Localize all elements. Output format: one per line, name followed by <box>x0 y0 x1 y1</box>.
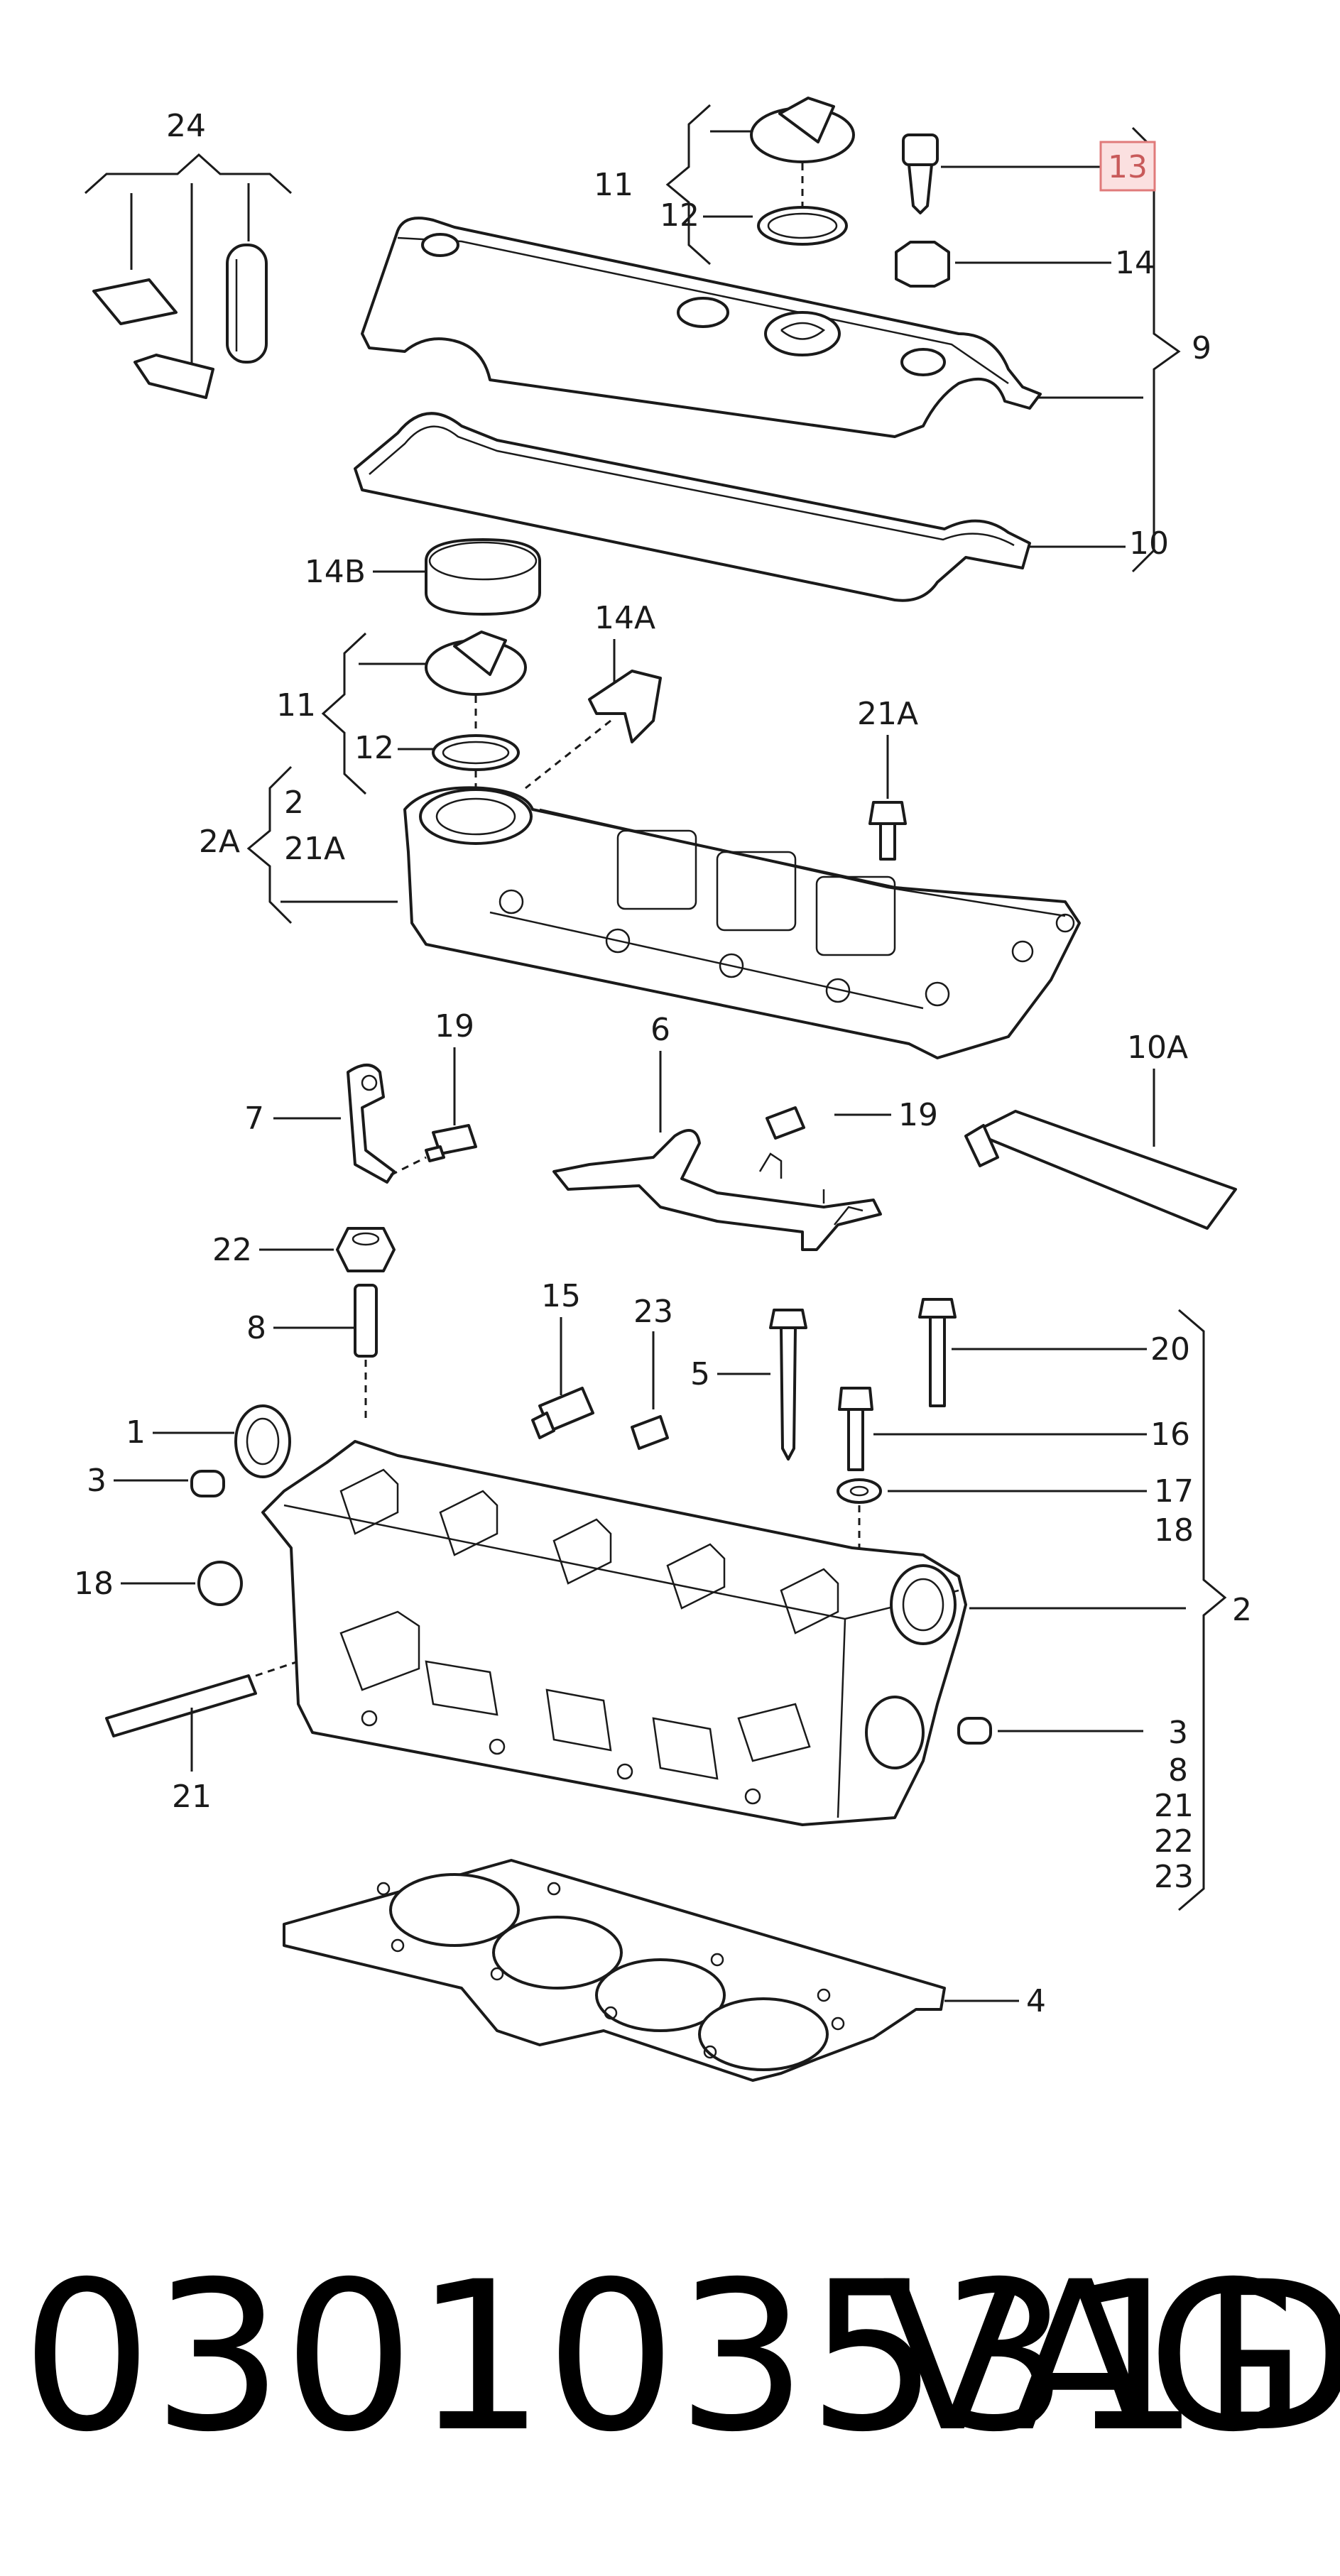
label-21-right: 21 <box>1154 1788 1194 1824</box>
label-8: 8 <box>246 1310 266 1346</box>
part-3-dowel-right <box>957 1717 1143 1745</box>
part-9-valve-cover <box>361 126 1181 573</box>
label-15: 15 <box>541 1278 581 1314</box>
label-11-top: 11 <box>594 167 633 203</box>
label-5: 5 <box>690 1356 710 1392</box>
part-14A-clip <box>525 639 662 790</box>
label-10A: 10A <box>1127 1030 1188 1066</box>
part-2A-camshaft-housing <box>246 765 1081 1059</box>
label-22-right: 22 <box>1154 1823 1194 1860</box>
part-11-oil-cap-mid <box>321 631 527 809</box>
label-4: 4 <box>1026 1983 1046 2019</box>
label-12-mid: 12 <box>354 730 394 766</box>
part-15-sensor <box>531 1317 594 1439</box>
label-12-top: 12 <box>660 197 699 234</box>
label-16: 16 <box>1150 1417 1190 1453</box>
label-14A: 14A <box>594 600 655 636</box>
part-24-sealing-kit <box>84 153 293 399</box>
part-2-cylinder-head <box>261 1309 1227 1911</box>
label-22: 22 <box>212 1232 252 1268</box>
label-20: 20 <box>1150 1331 1190 1368</box>
part-16-bolt <box>838 1387 1147 1471</box>
part-11-oil-cap-top <box>665 97 855 266</box>
part-10-cover-gasket <box>354 412 1126 602</box>
label-1: 1 <box>126 1414 146 1451</box>
label-2-right: 2 <box>1232 1592 1252 1628</box>
label-13: 13 <box>1108 149 1148 185</box>
part-4-head-gasket <box>283 1859 1019 2082</box>
label-9: 9 <box>1192 330 1211 366</box>
label-14: 14 <box>1115 245 1155 281</box>
part-14-grommet <box>895 241 1111 288</box>
label-11-mid: 11 <box>276 687 316 724</box>
part-8-stud <box>273 1284 378 1420</box>
label-21: 21 <box>172 1779 212 1815</box>
label-10: 10 <box>1129 525 1169 562</box>
part-13-bolt <box>902 133 1111 214</box>
part-18-plug-left <box>121 1561 243 1606</box>
part-10A-sealant-tube <box>964 1069 1237 1230</box>
label-19-left: 19 <box>435 1008 474 1044</box>
label-23-right: 23 <box>1154 1859 1194 1895</box>
label-7: 7 <box>244 1101 264 1137</box>
part-number: 030103531D <box>21 2238 1340 2477</box>
label-2-group: 2 <box>284 785 304 821</box>
label-19-right: 19 <box>898 1097 938 1133</box>
part-14B-seal <box>373 538 541 616</box>
label-18-right: 18 <box>1154 1512 1194 1549</box>
label-14B: 14B <box>305 554 366 590</box>
brand-label: VAG <box>882 2238 1307 2477</box>
label-18-left: 18 <box>74 1566 114 1602</box>
part-20-bolt <box>918 1298 1147 1407</box>
label-8-right: 8 <box>1168 1752 1188 1789</box>
part-19-bolt-left <box>425 1047 477 1162</box>
callout-labels: 24 11 12 13 14 9 10 14B 14A 11 12 21A 2 … <box>74 108 1252 2019</box>
part-21-stud <box>105 1660 299 1772</box>
part-17-washer <box>837 1478 1147 1562</box>
part-7-bracket <box>273 1064 427 1184</box>
label-21A-top: 21A <box>857 696 918 732</box>
part-22-nut <box>259 1227 396 1272</box>
label-6: 6 <box>650 1012 670 1048</box>
part-6-bracket <box>552 1051 882 1251</box>
label-21A-group: 21A <box>284 831 345 867</box>
part-19-bolt-right <box>766 1106 891 1140</box>
label-24: 24 <box>166 108 206 144</box>
part-3-dowel-left <box>114 1470 225 1497</box>
part-1-seal <box>153 1404 291 1478</box>
label-3-right: 3 <box>1168 1715 1188 1751</box>
label-3-left: 3 <box>87 1463 107 1499</box>
label-13-highlight <box>1099 141 1156 192</box>
part-5-bolt <box>717 1309 807 1461</box>
label-23: 23 <box>633 1294 673 1330</box>
part-21A-bolt <box>868 735 907 861</box>
part-23-plug <box>631 1331 669 1450</box>
label-2A: 2A <box>199 824 240 860</box>
label-17: 17 <box>1154 1473 1194 1510</box>
